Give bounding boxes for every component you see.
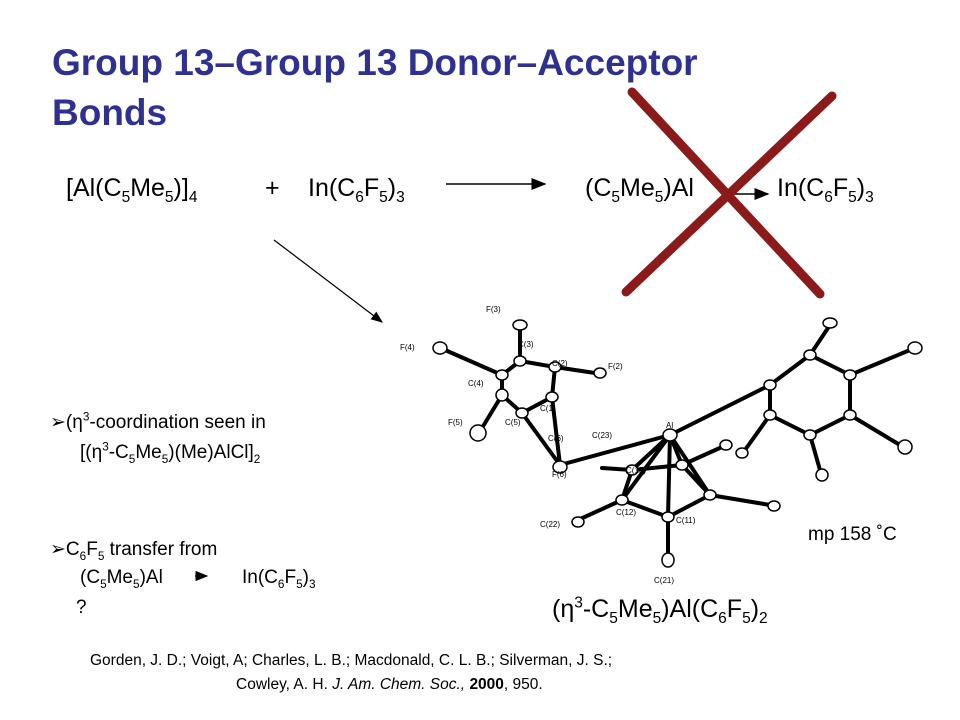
atom-label: C(12): [616, 508, 636, 517]
atom-label: F(6): [552, 470, 567, 479]
atom-label: C(1): [540, 404, 556, 413]
atom-label: C(11): [676, 516, 696, 525]
bullet-arrow-icon: ➢: [50, 539, 66, 560]
bullet-arrow-icon: ➢: [50, 412, 66, 433]
bullet-question-mark: ?: [76, 597, 87, 618]
melting-point: mp 158 ˚C: [808, 524, 897, 545]
atom-label: Al: [666, 421, 673, 430]
atom-label: C(4): [468, 379, 484, 388]
bullet-c6f5-transfer: ➢C6F5 transfer from: [50, 539, 218, 563]
title-line-2: Bonds: [52, 92, 168, 133]
atom-label: F(3): [486, 305, 501, 314]
molecular-structure-image: F(3) C(3) F(4) C(2) F(2) C(4) C(1) F(5) …: [400, 305, 923, 585]
slide-title: Group 13–Group 13 Donor–Acceptor Bonds: [52, 38, 698, 138]
atom-label: C(5): [505, 418, 521, 427]
atom-label: C(3): [518, 340, 534, 349]
cross-out-mark: [621, 87, 837, 299]
citation-line-2: Cowley, A. H. J. Am. Chem. Soc., 2000, 9…: [236, 676, 543, 693]
citation-line-1: Gorden, J. D.; Voigt, A; Charles, L. B.;…: [90, 652, 613, 669]
atom-label: F(2): [608, 362, 623, 371]
atom-label: C(23): [592, 431, 612, 440]
atom-label: C(21): [654, 576, 674, 585]
atom-label: C(2): [552, 359, 568, 368]
title-line-1: Group 13–Group 13 Donor–Acceptor: [52, 42, 698, 83]
bullet-transfer-right: In(C6F5)3: [242, 567, 316, 591]
reactant-al-cp: [Al(C5Me5)]4: [66, 174, 198, 206]
product-in-c6f5: In(C6F5)3: [777, 174, 874, 206]
bullet-transfer-left: (C5Me5)Al: [80, 567, 163, 591]
reactant-in-c6f5: In(C6F5)3: [308, 174, 405, 206]
atom-label: C(22): [540, 520, 560, 529]
bullet-eta3-example: [(η3-C5Me5)(Me)AlCl]2: [80, 440, 261, 466]
atom-label: C(13): [626, 466, 646, 475]
atom-label: F(4): [400, 343, 415, 352]
bullet-eta3: ➢(η3-coordination seen in: [50, 410, 266, 433]
plus-sign: +: [265, 174, 280, 202]
diagonal-arrow: [273, 239, 383, 323]
atom-label: C(6): [548, 434, 564, 443]
atom-label: F(5): [448, 418, 463, 427]
product-formula: (η3-C5Me5)Al(C6F5)2: [552, 594, 768, 627]
product-al-cp: (C5Me5)Al: [585, 174, 694, 206]
